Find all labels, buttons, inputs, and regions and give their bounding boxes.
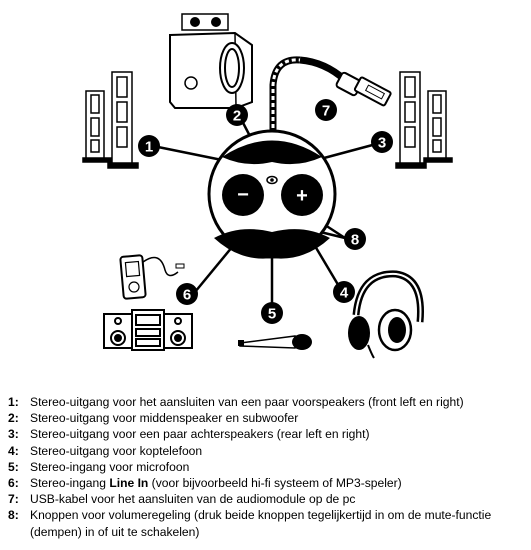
legend-text: Stereo-ingang Line In (voor bijvoorbeeld… — [30, 475, 526, 491]
plus-icon: + — [296, 185, 308, 207]
legend-item-5: 5: Stereo-ingang voor microfoon — [8, 459, 526, 475]
legend-number: 2: — [8, 411, 19, 426]
legend-item-4: 4: Stereo-uitgang voor koptelefoon — [8, 443, 526, 459]
callout-8: 8 — [344, 228, 366, 250]
svg-text:3: 3 — [378, 135, 386, 152]
legend-number: 1: — [8, 395, 19, 409]
legend-item-7: 7: USB-kabel voor het aansluiten van de a… — [8, 491, 526, 507]
callout-6: 6 — [176, 283, 198, 305]
legend-item-8-continuation: (dempen) in of uit te schakelen) — [30, 524, 200, 539]
callout-4: 4 — [333, 281, 355, 303]
legend-list: 1: Stereo-uitgang voor het aansluiten van… — [8, 394, 526, 540]
callout-3: 3 — [371, 131, 393, 153]
usb-cable-icon — [269, 56, 392, 132]
connection-diagram: − + 1 2 3 — [82, 13, 453, 359]
legend-item-8: 8: Knoppen voor volumeregeling (druk beid… — [8, 507, 526, 523]
svg-text:6: 6 — [183, 287, 191, 304]
svg-text:4: 4 — [340, 285, 349, 302]
callout-5: 5 — [261, 302, 283, 324]
audio-module — [207, 129, 337, 259]
legend-item-2: 2: Stereo-uitgang voor middenspeaker en s… — [8, 410, 526, 426]
legend-text: Stereo-uitgang voor koptelefoon — [30, 443, 203, 458]
legend-text: Stereo-uitgang voor het aansluiten van e… — [30, 395, 464, 409]
legend-text: Stereo-ingang voor microfoon — [30, 459, 190, 474]
legend-number: 5: — [8, 459, 19, 474]
subwoofer-icon — [169, 13, 253, 109]
legend-number: 8: — [8, 508, 19, 523]
legend-text: Stereo-uitgang voor een paar achterspeak… — [30, 427, 370, 442]
legend-text-pre: Stereo-ingang — [30, 476, 110, 491]
front-speakers-icon — [82, 71, 139, 169]
svg-text:8: 8 — [351, 232, 359, 249]
callout-7: 7 — [315, 99, 337, 121]
legend-number: 4: — [8, 443, 19, 458]
svg-text:7: 7 — [322, 103, 330, 120]
legend-number: 6: — [8, 476, 19, 491]
hifi-system-icon — [103, 309, 193, 351]
legend-item-1: 1: Stereo-uitgang voor het aansluiten van… — [8, 394, 526, 410]
legend-text-post: (voor bijvoorbeeld hi-fi systeem of MP3-… — [148, 476, 402, 491]
volume-down-button[interactable]: − — [222, 174, 264, 216]
callout-1: 1 — [138, 135, 160, 157]
callout-2: 2 — [226, 104, 248, 126]
minus-icon: − — [237, 184, 249, 206]
rear-speakers-icon — [395, 71, 453, 169]
volume-up-button[interactable]: + — [281, 174, 323, 216]
legend-number: 3: — [8, 427, 19, 442]
mp3-player-icon — [119, 254, 185, 300]
legend-text-bold: Line In — [109, 476, 149, 491]
legend-item-6: 6: Stereo-ingang Line In (voor bijvoorbee… — [8, 475, 526, 491]
svg-text:2: 2 — [233, 108, 241, 125]
legend-number: 7: — [8, 492, 19, 507]
microphone-icon — [238, 334, 312, 350]
legend-text: USB-kabel voor het aansluiten van de aud… — [30, 492, 356, 507]
svg-text:1: 1 — [145, 139, 153, 156]
legend-item-3: 3: Stereo-uitgang voor een paar achterspe… — [8, 426, 526, 442]
headphones-icon — [348, 270, 424, 359]
legend-text: Knoppen voor volumeregeling (druk beide … — [30, 508, 492, 523]
svg-text:5: 5 — [268, 306, 276, 323]
legend-text: Stereo-uitgang voor middenspeaker en sub… — [30, 411, 299, 426]
